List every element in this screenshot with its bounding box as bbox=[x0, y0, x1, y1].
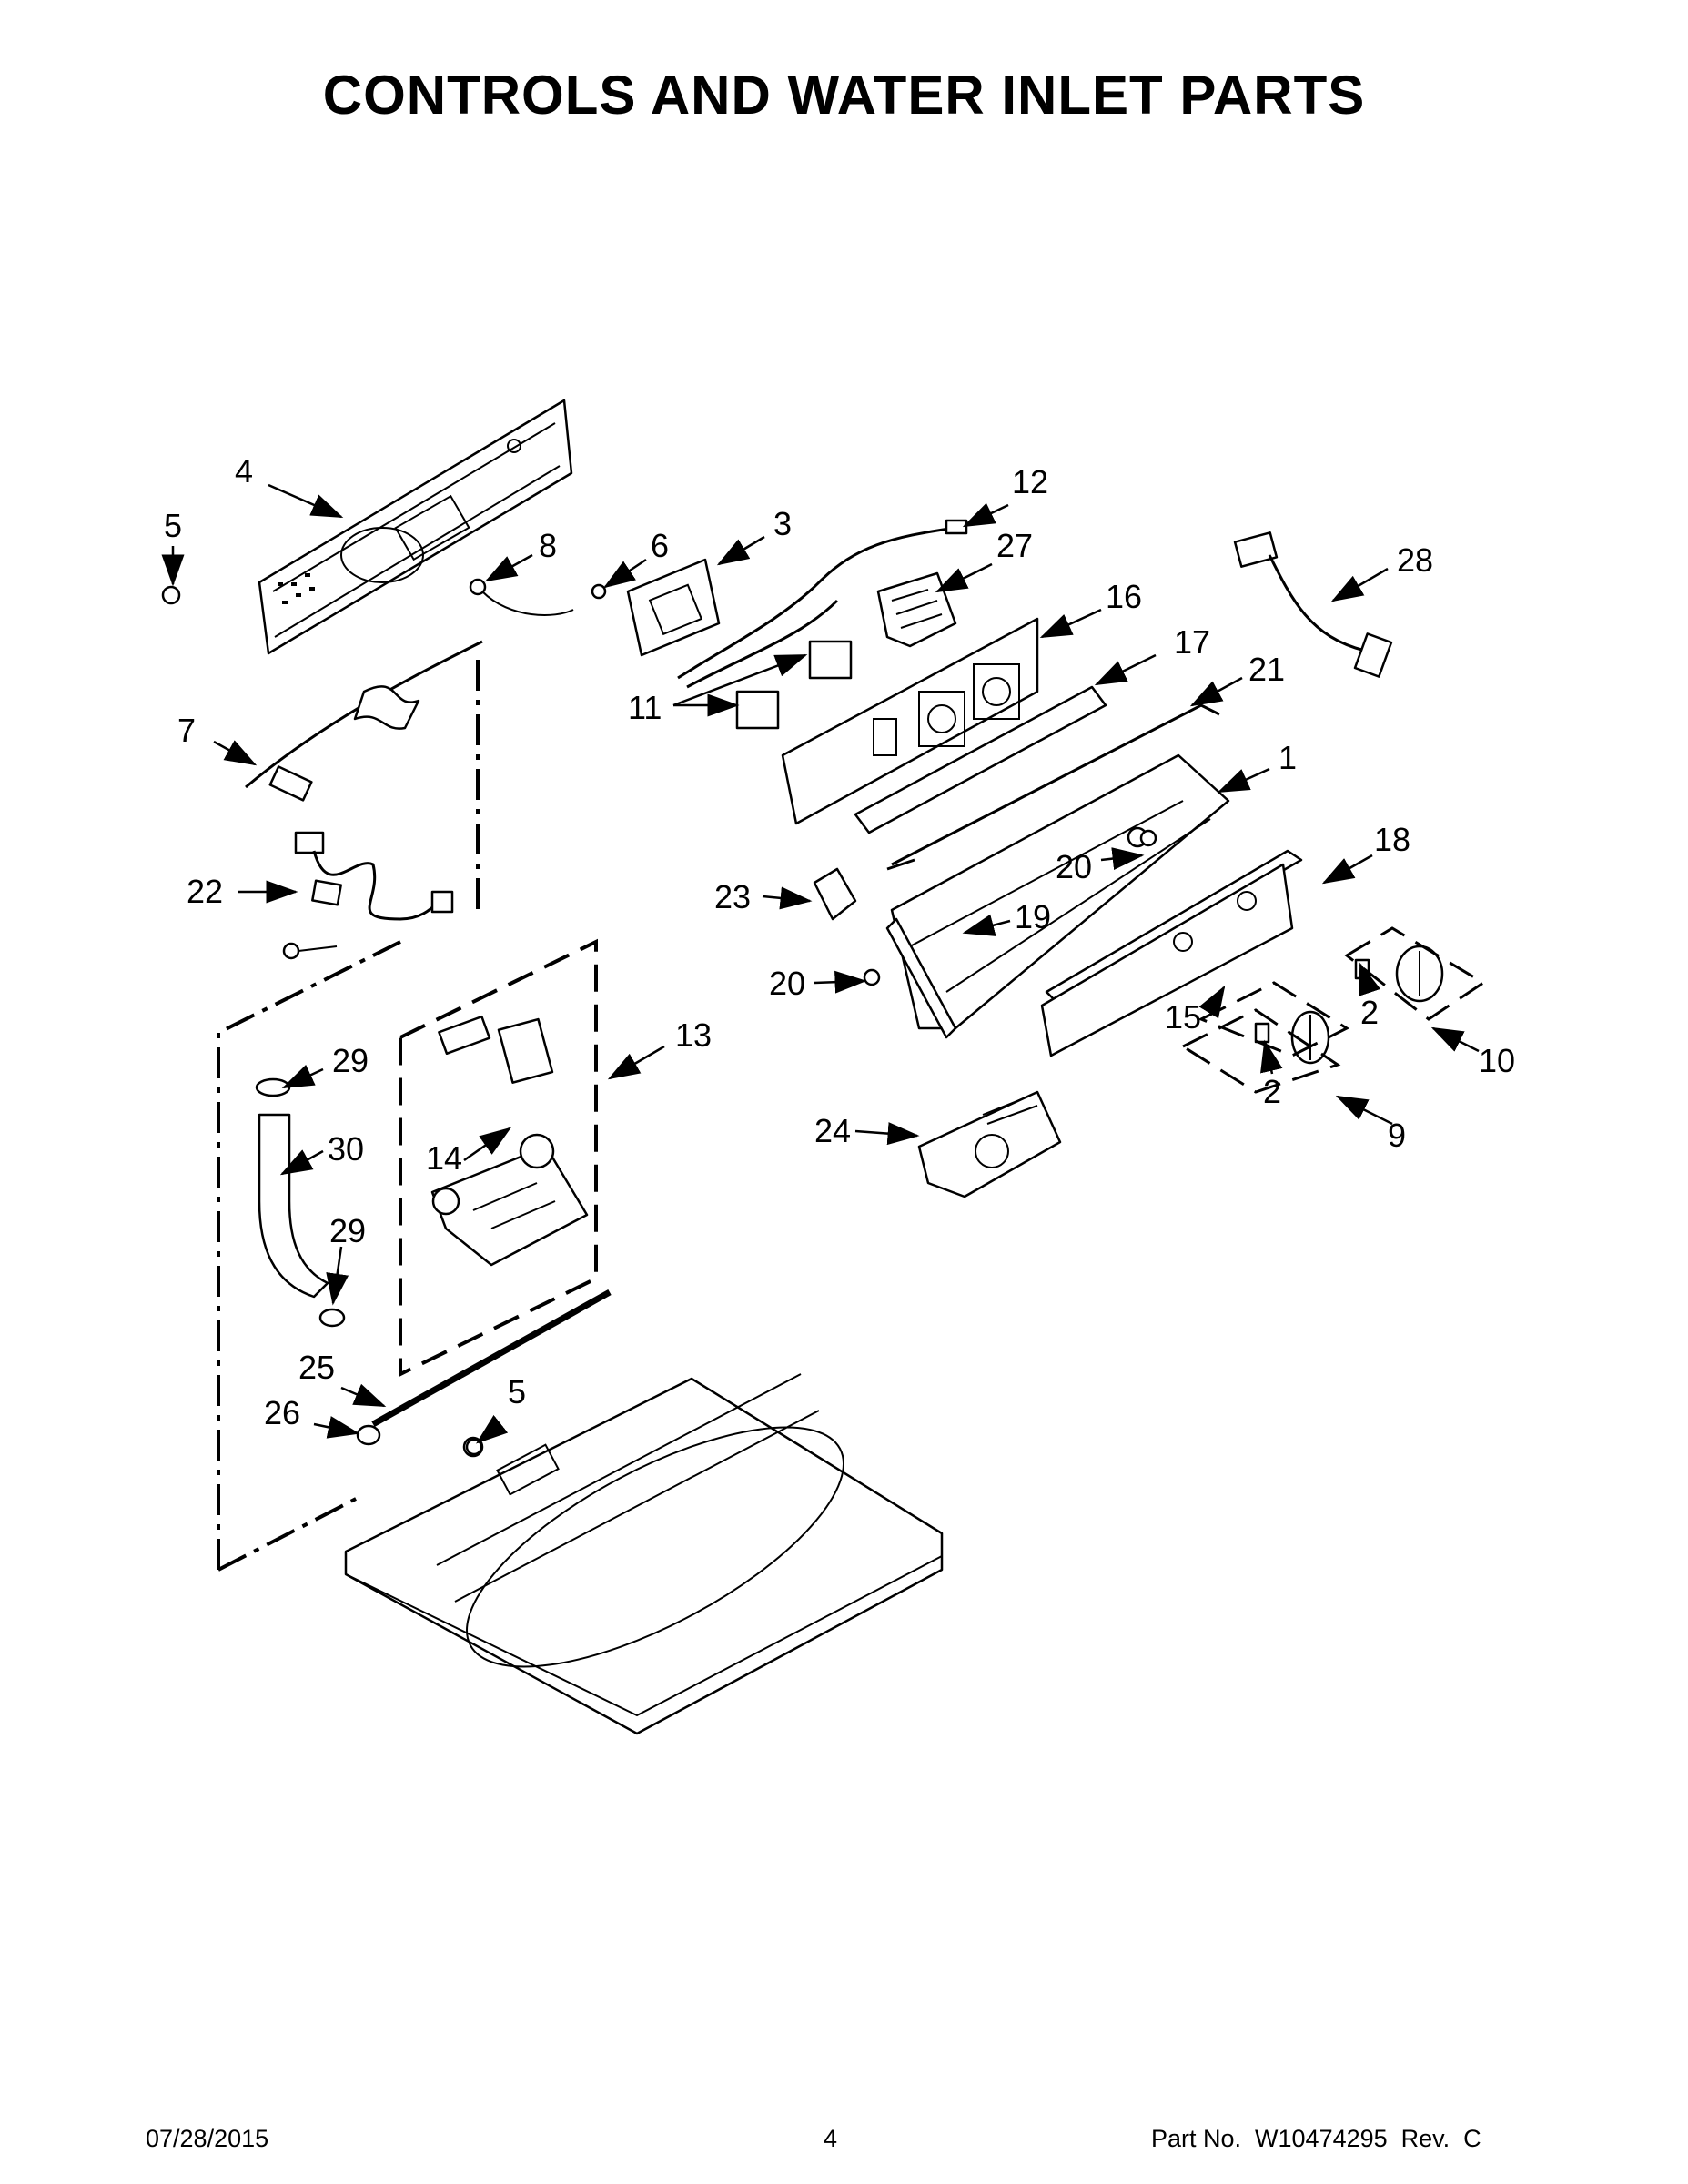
harness-route-line-2 bbox=[217, 1495, 360, 1572]
callout-4: 4 bbox=[235, 452, 253, 490]
callout-3: 3 bbox=[773, 505, 792, 542]
control-board-part bbox=[917, 1090, 1062, 1198]
callout-28: 28 bbox=[1397, 541, 1433, 579]
overlay-part bbox=[1040, 849, 1303, 1057]
callout-18: 18 bbox=[1374, 821, 1410, 858]
callout-15: 15 bbox=[1165, 998, 1201, 1036]
callout-5: 5 bbox=[164, 507, 182, 544]
wire-harness-22-part bbox=[282, 831, 454, 960]
console-rear-panel-part bbox=[781, 617, 1039, 825]
water-valve-part bbox=[430, 1015, 589, 1267]
console-frame-part bbox=[885, 753, 1230, 1039]
callout-21: 21 bbox=[1248, 651, 1285, 688]
callout-29: 29 bbox=[332, 1042, 369, 1079]
control-housing-part bbox=[591, 558, 721, 657]
footer-page-number: 4 bbox=[824, 2125, 838, 2152]
callout-27: 27 bbox=[996, 527, 1033, 564]
connector-block-part bbox=[876, 571, 957, 648]
clip-part bbox=[813, 867, 857, 921]
callout-25: 25 bbox=[298, 1349, 335, 1386]
callout-26: 26 bbox=[264, 1394, 300, 1431]
callout-24: 24 bbox=[814, 1112, 851, 1149]
power-cord-part bbox=[245, 578, 574, 802]
callout-20-lower: 20 bbox=[769, 965, 805, 1002]
callout-19: 19 bbox=[1015, 898, 1051, 935]
callout-11: 11 bbox=[628, 689, 662, 726]
harness-28-part bbox=[1233, 531, 1393, 678]
leader-lines bbox=[161, 483, 1480, 1444]
footer-date: 07/28/2015 bbox=[146, 2125, 269, 2152]
callout-6: 6 bbox=[651, 527, 669, 564]
callout-8: 8 bbox=[539, 527, 557, 564]
callout-20: 20 bbox=[1056, 848, 1092, 885]
valve-assembly-boundary bbox=[399, 938, 598, 1378]
footer-part-number: Part No. W10474295 Rev. C bbox=[1151, 2125, 1481, 2152]
rear-panel-part bbox=[258, 399, 573, 655]
fill-hose-part bbox=[255, 1077, 346, 1328]
callout-10: 10 bbox=[1479, 1042, 1515, 1079]
callout-12: 12 bbox=[1012, 463, 1048, 500]
callout-2: 2 bbox=[1360, 994, 1379, 1031]
callout-7: 7 bbox=[177, 712, 196, 749]
callout-9: 9 bbox=[1388, 1117, 1406, 1154]
callout-5-lower: 5 bbox=[508, 1373, 526, 1410]
callout-2-lower: 2 bbox=[1263, 1073, 1281, 1110]
callout-13: 13 bbox=[675, 1016, 712, 1054]
callout-14: 14 bbox=[426, 1139, 462, 1177]
callout-labels: 4 5 8 6 3 12 27 28 16 17 21 1 7 11 22 23… bbox=[164, 452, 1515, 1431]
siphon-tube-part bbox=[356, 1289, 612, 1446]
callout-29-lower: 29 bbox=[329, 1212, 366, 1249]
callout-17: 17 bbox=[1174, 623, 1210, 661]
callout-16: 16 bbox=[1106, 578, 1142, 615]
callout-1: 1 bbox=[1279, 739, 1297, 776]
top-cabinet-part bbox=[344, 1373, 944, 1735]
callout-22: 22 bbox=[187, 873, 223, 910]
fill-hose-boundary bbox=[217, 940, 401, 1570]
page-title: CONTROLS AND WATER INLET PARTS bbox=[322, 65, 1366, 126]
callout-30: 30 bbox=[328, 1130, 364, 1168]
callout-23: 23 bbox=[714, 878, 751, 915]
